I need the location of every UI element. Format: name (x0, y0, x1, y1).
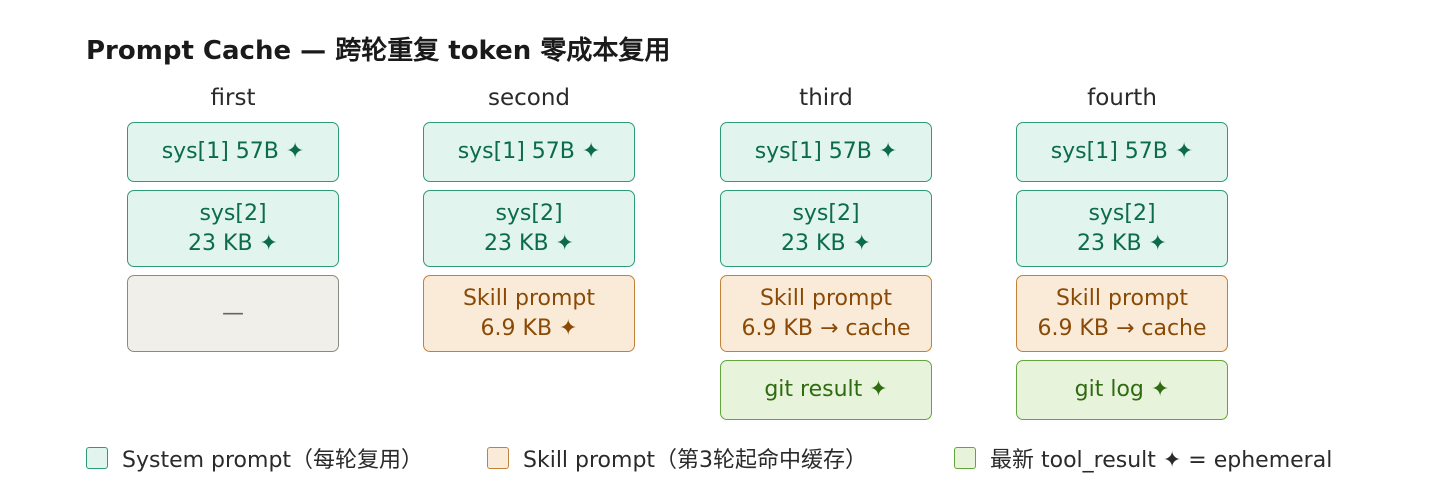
legend-label: System prompt（每轮复用） (122, 448, 424, 473)
empty-slot-text: — (222, 300, 244, 326)
sys1-block: sys[1] 57B ✦ (127, 122, 339, 182)
sys2-block: sys[2] 23 KB ✦ (127, 190, 339, 267)
legend-label: 最新 tool_result ✦ = ephemeral (990, 448, 1333, 473)
sys1-text: sys[1] 57B ✦ (457, 139, 601, 164)
skill-prompt-size: 6.9 KB ✦ (480, 315, 578, 341)
empty-slot-block: — (127, 275, 339, 352)
sys1-block: sys[1] 57B ✦ (1016, 122, 1228, 182)
sys2-title: sys[2] (792, 200, 860, 226)
column-label: fourth (1087, 85, 1157, 111)
sys1-text: sys[1] 57B ✦ (1050, 139, 1194, 164)
sys2-title: sys[2] (495, 200, 563, 226)
skill-prompt-title: Skill prompt (759, 285, 893, 311)
skill-prompt-size: 6.9 KB → cache (1037, 315, 1207, 341)
skill-prompt-block: Skill prompt 6.9 KB → cache (1016, 275, 1228, 352)
skill-prompt-size: 6.9 KB → cache (741, 315, 911, 341)
sys1-block: sys[1] 57B ✦ (423, 122, 635, 182)
sys2-size: 23 KB ✦ (188, 230, 278, 256)
tool-result-text: git result ✦ (764, 377, 888, 402)
column-first: first sys[1] 57B ✦ sys[2] 23 KB ✦ — (127, 82, 339, 352)
sys2-size: 23 KB ✦ (484, 230, 574, 256)
legend-swatch (86, 447, 108, 469)
sys2-block: sys[2] 23 KB ✦ (423, 190, 635, 267)
legend-swatch (487, 447, 509, 469)
tool-result-block: git log ✦ (1016, 360, 1228, 420)
skill-prompt-title: Skill prompt (1055, 285, 1189, 311)
sys2-title: sys[2] (1088, 200, 1156, 226)
column-label: first (210, 85, 256, 111)
tool-result-block: git result ✦ (720, 360, 932, 420)
legend-item-system: System prompt（每轮复用） (86, 443, 423, 473)
sys2-size: 23 KB ✦ (1077, 230, 1167, 256)
skill-prompt-block: Skill prompt 6.9 KB → cache (720, 275, 932, 352)
sys2-title: sys[2] (199, 200, 267, 226)
sys1-text: sys[1] 57B ✦ (754, 139, 898, 164)
diagram-title: Prompt Cache — 跨轮重复 token 零成本复用 (86, 36, 671, 66)
skill-prompt-block: Skill prompt 6.9 KB ✦ (423, 275, 635, 352)
sys1-block: sys[1] 57B ✦ (720, 122, 932, 182)
sys2-block: sys[2] 23 KB ✦ (720, 190, 932, 267)
tool-result-text: git log ✦ (1074, 377, 1170, 402)
sys2-size: 23 KB ✦ (781, 230, 871, 256)
sys2-block: sys[2] 23 KB ✦ (1016, 190, 1228, 267)
sys1-text: sys[1] 57B ✦ (161, 139, 305, 164)
legend-swatch (954, 447, 976, 469)
legend-item-tool-result: 最新 tool_result ✦ = ephemeral (954, 443, 1332, 473)
legend-item-skill: Skill prompt（第3轮起命中缓存） (487, 443, 867, 473)
column-label: third (799, 85, 853, 111)
legend-label: Skill prompt（第3轮起命中缓存） (523, 448, 868, 473)
column-label: second (487, 85, 571, 111)
column-third: third sys[1] 57B ✦ sys[2] 23 KB ✦ Skill … (720, 82, 932, 420)
column-second: second sys[1] 57B ✦ sys[2] 23 KB ✦ Skill… (423, 82, 635, 352)
column-fourth: fourth sys[1] 57B ✦ sys[2] 23 KB ✦ Skill… (1016, 82, 1228, 420)
skill-prompt-title: Skill prompt (462, 285, 596, 311)
